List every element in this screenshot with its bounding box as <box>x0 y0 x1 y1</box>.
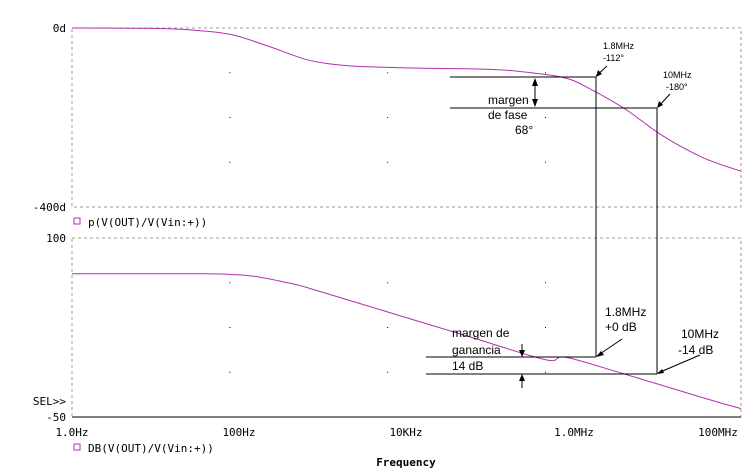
phase-point-10mhz-phase: -180° <box>666 82 688 92</box>
pointer-gain-10mhz <box>657 354 701 374</box>
pointer-gain-1-8mhz <box>596 338 623 357</box>
gain-margin-label-2: ganancia <box>452 343 501 357</box>
x-tick-label: 100Hz <box>222 426 255 439</box>
x-tick-label: 10KHz <box>389 426 422 439</box>
phase-legend-swatch <box>73 217 81 225</box>
gain-legend-swatch <box>73 443 81 451</box>
grid-dot <box>387 282 389 284</box>
grid-dot <box>387 327 389 328</box>
x-tick-label: 1.0Hz <box>55 426 88 439</box>
grid-dot <box>387 371 389 373</box>
phase-margin-label-1: margen <box>488 93 529 107</box>
gain-point-1-8mhz-gain: +0 dB <box>605 320 637 334</box>
grid-dot <box>229 282 231 284</box>
phase-legend-label: p(V(OUT)/V(Vin:+)) <box>88 216 207 229</box>
grid-dot <box>229 161 231 163</box>
grid-dot <box>545 161 547 163</box>
gain-point-10mhz-freq: 10MHz <box>681 327 719 341</box>
gain-legend-label: DB(V(OUT)/V(Vin:+)) <box>88 442 214 455</box>
pointer-phase-1-8mhz <box>595 65 608 77</box>
y-tick-label-gain-bottom: -50 <box>46 411 66 424</box>
y-tick-label-phase-top: 0d <box>53 22 66 35</box>
phase-plot-frame <box>71 27 742 208</box>
gain-margin-arrow <box>519 344 525 388</box>
phase-point-10mhz-freq: 10MHz <box>663 70 692 80</box>
gain-margin-label-3: 14 dB <box>452 359 483 373</box>
grid-dot <box>229 371 231 373</box>
gain-plot-frame <box>71 237 742 418</box>
y-tick-label-phase-bottom: -400d <box>33 201 66 214</box>
grid-dot <box>229 117 231 118</box>
grid-dot <box>229 72 231 74</box>
grid-dot <box>387 72 389 74</box>
grid-dot <box>545 72 547 74</box>
phase-margin-arrow <box>532 78 538 107</box>
grid-dot <box>545 371 547 373</box>
sel-marker[interactable]: SEL>> <box>33 395 66 408</box>
phase-margin-label-3: 68° <box>515 123 533 137</box>
x-axis-title: Frequency <box>376 456 436 469</box>
pointer-phase-10mhz <box>657 93 671 108</box>
gain-point-1-8mhz-freq: 1.8MHz <box>605 305 646 319</box>
grid-dot <box>387 117 389 118</box>
gain-point-10mhz-gain: -14 dB <box>678 343 713 357</box>
grid-dot <box>545 327 547 328</box>
phase-series-line <box>71 27 742 172</box>
phase-point-1-8mhz-phase: -112° <box>603 53 624 63</box>
y-tick-label-gain-top: 100 <box>46 232 66 245</box>
grid-dots <box>229 72 547 373</box>
x-tick-label: 100MHz <box>698 426 738 439</box>
gain-margin-label-1: margen de <box>452 326 510 340</box>
x-tick-label: 1.0MHz <box>554 426 594 439</box>
grid-dot <box>229 327 231 328</box>
grid-dot <box>545 282 547 284</box>
grid-dot <box>387 161 389 163</box>
grid-dot <box>545 117 547 118</box>
gain-series-line <box>72 273 742 410</box>
phase-margin-label-2: de fase <box>488 108 528 122</box>
phase-point-1-8mhz-freq: 1.8MHz <box>603 41 635 51</box>
